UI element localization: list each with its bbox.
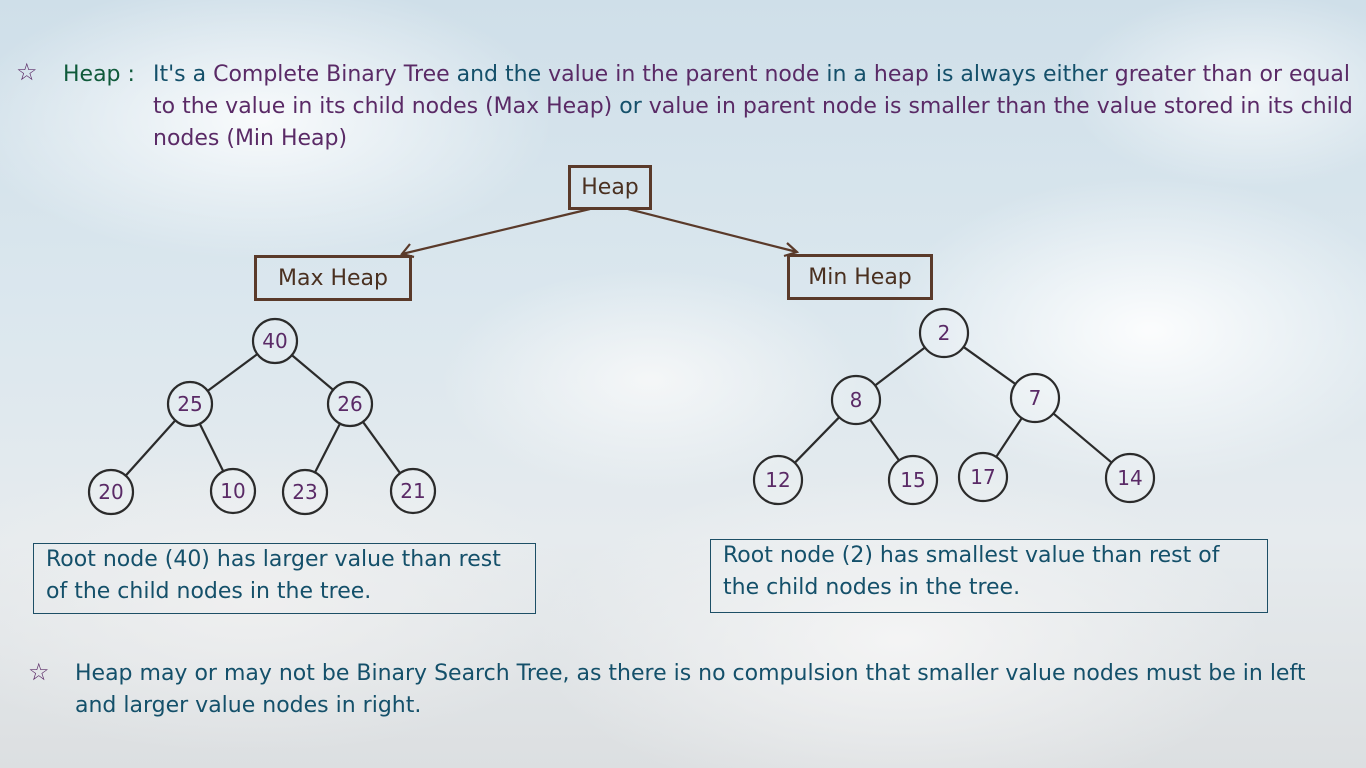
footer-note: Heap may or may not be Binary Search Tre… bbox=[75, 661, 1306, 718]
min-heap-edge bbox=[874, 346, 926, 387]
heap-definition: It's a Complete Binary Tree and the valu… bbox=[153, 59, 1353, 155]
min-heap-node bbox=[1009, 372, 1061, 424]
max-heap-node-value: 20 bbox=[98, 480, 123, 504]
max-heap-node-value: 26 bbox=[337, 392, 362, 416]
min-heap-box: Min Heap bbox=[787, 254, 933, 300]
max-heap-edge bbox=[198, 423, 225, 472]
min-heap-node-value: 14 bbox=[1117, 466, 1142, 490]
max-heap-node-value: 23 bbox=[292, 480, 317, 504]
heap-root-label: Heap bbox=[581, 175, 639, 200]
min-heap-node-value: 12 bbox=[765, 468, 790, 492]
definition-part: It's a bbox=[153, 62, 214, 87]
max-heap-note: Root node (40) has larger value than res… bbox=[33, 543, 536, 614]
min-heap-node bbox=[830, 374, 882, 426]
min-heap-node-value: 15 bbox=[900, 468, 925, 492]
min-heap-node-value: 7 bbox=[1029, 386, 1042, 410]
definition-part: is always either bbox=[928, 62, 1115, 87]
arrow-to-max-heap bbox=[401, 207, 591, 256]
max-heap-node-value: 21 bbox=[400, 479, 425, 503]
arrow-head-min bbox=[783, 242, 800, 258]
min-heap-node-value: 8 bbox=[850, 388, 863, 412]
min-heap-node bbox=[957, 451, 1009, 503]
min-heap-edge bbox=[962, 346, 1017, 385]
max-heap-edge bbox=[314, 423, 341, 473]
min-heap-node bbox=[1104, 452, 1156, 504]
heap-heading: Heap : bbox=[63, 62, 135, 87]
max-heap-node bbox=[251, 317, 299, 365]
min-heap-edge bbox=[869, 418, 900, 462]
star-icon-footer: ☆ bbox=[28, 658, 50, 686]
definition-part: in a bbox=[819, 62, 874, 87]
max-heap-node bbox=[389, 467, 437, 515]
max-heap-edge bbox=[362, 421, 401, 474]
arrow-to-min-heap bbox=[627, 207, 798, 254]
min-heap-note-text: Root node (2) has smallest value than re… bbox=[723, 543, 1220, 600]
max-heap-node bbox=[326, 380, 374, 428]
max-heap-edge bbox=[291, 354, 334, 391]
min-heap-node-value: 17 bbox=[970, 465, 995, 489]
min-heap-edge bbox=[995, 417, 1023, 458]
min-heap-edge bbox=[793, 416, 841, 464]
max-heap-node bbox=[166, 380, 214, 428]
max-heap-box: Max Heap bbox=[254, 255, 412, 301]
definition-part: value in the parent node bbox=[548, 62, 820, 87]
max-heap-node bbox=[281, 468, 329, 516]
max-heap-node bbox=[87, 468, 135, 516]
definition-part: value in parent node is smaller than the… bbox=[153, 94, 1353, 151]
max-heap-node-value: 10 bbox=[220, 479, 245, 503]
min-heap-edge bbox=[1052, 412, 1113, 464]
max-heap-node-value: 40 bbox=[262, 329, 287, 353]
arrow-head-max bbox=[400, 243, 415, 259]
min-heap-node bbox=[887, 454, 939, 506]
heap-root-box: Heap bbox=[568, 165, 652, 210]
min-heap-node bbox=[918, 307, 970, 359]
star-icon: ☆ bbox=[16, 58, 38, 86]
max-heap-node-value: 25 bbox=[177, 392, 202, 416]
definition-part: or bbox=[612, 94, 649, 119]
max-heap-note-text: Root node (40) has larger value than res… bbox=[46, 547, 501, 604]
max-heap-label: Max Heap bbox=[278, 265, 388, 291]
min-heap-node-value: 2 bbox=[938, 321, 951, 345]
definition-part: and the bbox=[449, 62, 549, 87]
min-heap-note: Root node (2) has smallest value than re… bbox=[710, 539, 1268, 613]
definition-part: heap bbox=[873, 62, 929, 87]
max-heap-edge bbox=[124, 419, 177, 477]
max-heap-node bbox=[209, 467, 257, 515]
definition-part: greater than or equal to the value in it… bbox=[153, 62, 1351, 119]
min-heap-label: Min Heap bbox=[808, 264, 912, 290]
min-heap-node bbox=[752, 454, 804, 506]
definition-part: Complete Binary Tree bbox=[213, 62, 450, 87]
max-heap-edge bbox=[207, 353, 258, 392]
